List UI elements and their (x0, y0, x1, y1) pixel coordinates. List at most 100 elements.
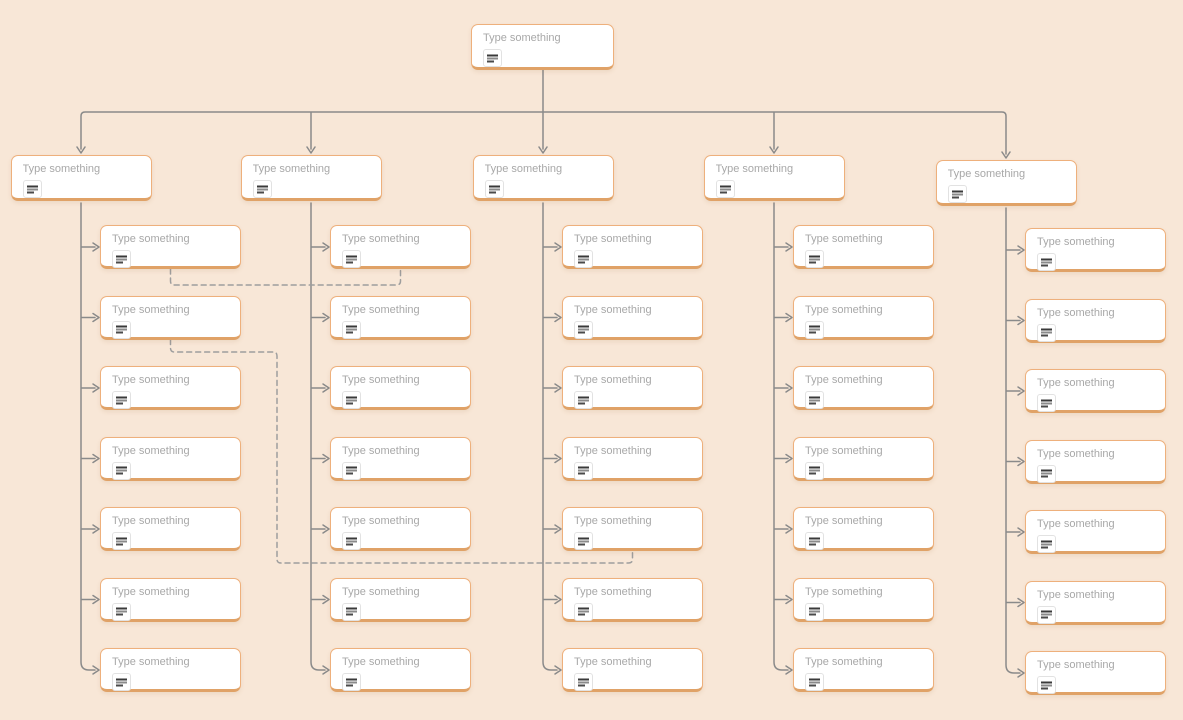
child-node-4-2[interactable]: Type something (793, 295, 934, 340)
node-label: Type something (574, 374, 652, 386)
text-lines-icon[interactable] (112, 461, 131, 480)
child-node-3-4[interactable]: Type something (562, 436, 703, 481)
branch-node-2[interactable]: Type something (240, 155, 382, 201)
text-lines-icon[interactable] (805, 602, 824, 621)
text-lines-icon[interactable] (483, 49, 502, 67)
node-label: Type something (1037, 588, 1115, 601)
text-lines-icon[interactable] (342, 602, 361, 621)
branch-node-1[interactable]: Type something (10, 155, 152, 201)
root-node[interactable]: Type something (471, 24, 614, 70)
node-label: Type something (805, 233, 883, 245)
node-label: Type something (805, 585, 883, 598)
child-node-2-2[interactable]: Type something (330, 295, 471, 340)
child-node-4-4[interactable]: Type something (793, 436, 934, 481)
child-node-4-7[interactable]: Type something (793, 648, 934, 692)
text-lines-icon[interactable] (112, 391, 131, 409)
child-node-2-4[interactable]: Type something (330, 436, 471, 481)
node-label: Type something (112, 444, 190, 457)
child-node-4-6[interactable]: Type something (793, 577, 934, 622)
text-lines-icon[interactable] (342, 673, 361, 691)
branch-node-5[interactable]: Type something (935, 160, 1077, 206)
node-label: Type something (805, 515, 883, 527)
child-node-3-5[interactable]: Type something (562, 507, 703, 551)
child-node-2-3[interactable]: Type something (330, 366, 471, 410)
child-node-5-7[interactable]: Type something (1025, 651, 1166, 695)
child-node-4-1[interactable]: Type something (793, 225, 934, 269)
text-lines-icon[interactable] (342, 461, 361, 480)
text-lines-icon[interactable] (112, 320, 131, 339)
child-node-2-7[interactable]: Type something (330, 648, 471, 692)
child-node-5-2[interactable]: Type something (1025, 298, 1166, 343)
child-node-3-1[interactable]: Type something (562, 225, 703, 269)
node-label: Type something (805, 444, 883, 457)
text-lines-icon[interactable] (1037, 394, 1056, 412)
text-lines-icon[interactable] (574, 320, 593, 339)
text-lines-icon[interactable] (112, 602, 131, 621)
node-label: Type something (574, 656, 652, 668)
child-node-4-5[interactable]: Type something (793, 507, 934, 551)
text-lines-icon[interactable] (805, 320, 824, 339)
child-node-3-2[interactable]: Type something (562, 295, 703, 340)
text-lines-icon[interactable] (574, 602, 593, 621)
text-lines-icon[interactable] (805, 673, 824, 691)
child-node-5-6[interactable]: Type something (1025, 580, 1166, 625)
node-label: Type something (484, 163, 563, 175)
text-lines-icon[interactable] (342, 320, 361, 339)
text-lines-icon[interactable] (484, 180, 504, 198)
text-lines-icon[interactable] (1037, 605, 1056, 624)
text-lines-icon[interactable] (342, 391, 361, 409)
child-node-5-5[interactable]: Type something (1025, 510, 1166, 554)
text-lines-icon[interactable] (805, 461, 824, 480)
text-lines-icon[interactable] (715, 180, 735, 198)
text-lines-icon[interactable] (1037, 323, 1056, 342)
node-label: Type something (342, 515, 420, 527)
child-node-1-7[interactable]: Type something (100, 648, 241, 692)
node-label: Type something (342, 585, 420, 598)
text-lines-icon[interactable] (805, 250, 824, 268)
text-lines-icon[interactable] (947, 185, 967, 203)
child-node-1-5[interactable]: Type something (100, 507, 241, 551)
child-node-1-4[interactable]: Type something (100, 436, 241, 481)
text-lines-icon[interactable] (574, 532, 593, 550)
child-node-3-7[interactable]: Type something (562, 648, 703, 692)
child-node-1-3[interactable]: Type something (100, 366, 241, 410)
branch-node-4[interactable]: Type something (703, 155, 845, 201)
text-lines-icon[interactable] (1037, 535, 1056, 553)
text-lines-icon[interactable] (252, 180, 272, 198)
child-node-2-5[interactable]: Type something (330, 507, 471, 551)
child-node-2-1[interactable]: Type something (330, 225, 471, 269)
child-node-5-4[interactable]: Type something (1025, 439, 1166, 484)
connector-arrowheads (76, 146, 1025, 678)
node-label: Type something (342, 233, 420, 245)
text-lines-icon[interactable] (574, 391, 593, 409)
text-lines-icon[interactable] (1037, 253, 1056, 271)
text-lines-icon[interactable] (1037, 464, 1056, 483)
text-lines-icon[interactable] (112, 532, 131, 550)
text-lines-icon[interactable] (1037, 676, 1056, 694)
text-lines-icon[interactable] (574, 673, 593, 691)
child-node-3-6[interactable]: Type something (562, 577, 703, 622)
child-node-2-6[interactable]: Type something (330, 577, 471, 622)
text-lines-icon[interactable] (342, 250, 361, 268)
node-label: Type something (22, 163, 101, 175)
text-lines-icon[interactable] (574, 250, 593, 268)
text-lines-icon[interactable] (805, 532, 824, 550)
node-label: Type something (574, 585, 652, 598)
child-node-5-1[interactable]: Type something (1025, 228, 1166, 272)
text-lines-icon[interactable] (22, 180, 42, 198)
child-node-1-6[interactable]: Type something (100, 577, 241, 622)
child-node-4-3[interactable]: Type something (793, 366, 934, 410)
node-label: Type something (112, 374, 190, 386)
text-lines-icon[interactable] (112, 673, 131, 691)
child-node-1-1[interactable]: Type something (100, 225, 241, 269)
branch-node-3[interactable]: Type something (472, 155, 614, 201)
child-node-5-3[interactable]: Type something (1025, 369, 1166, 413)
text-lines-icon[interactable] (342, 532, 361, 550)
child-node-3-3[interactable]: Type something (562, 366, 703, 410)
text-lines-icon[interactable] (574, 461, 593, 480)
text-lines-icon[interactable] (805, 391, 824, 409)
child-node-1-2[interactable]: Type something (100, 295, 241, 340)
text-lines-icon[interactable] (112, 250, 131, 268)
